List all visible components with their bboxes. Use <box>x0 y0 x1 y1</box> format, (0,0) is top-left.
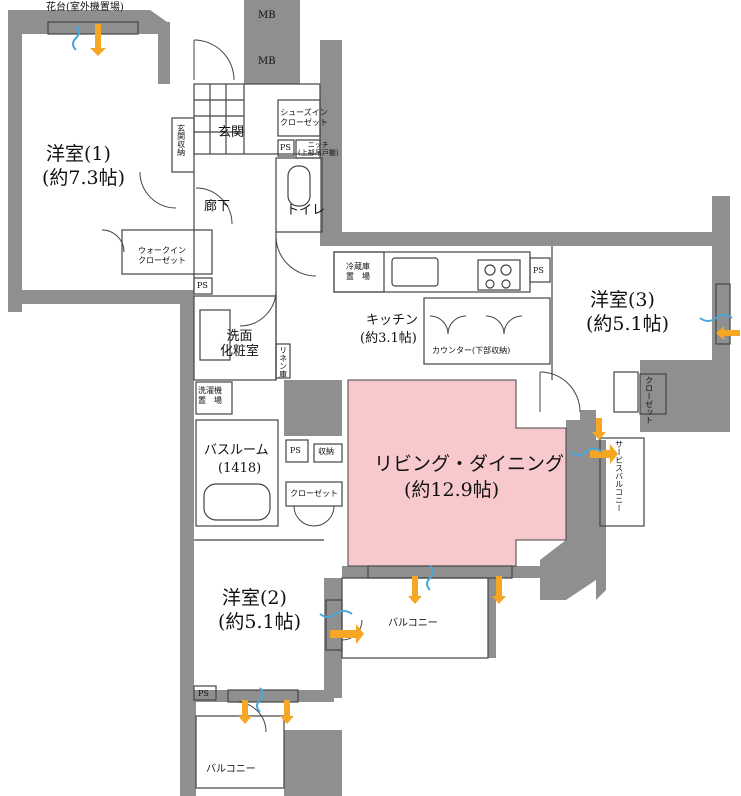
ps-niche-label: PS <box>280 143 291 152</box>
linen-label: リネン庫 <box>278 346 288 378</box>
hanadai-label: 花台(室外機置場) <box>46 2 124 13</box>
shoes-closet-label: シューズイン クローゼット <box>280 108 328 127</box>
mb-label-2: MB <box>258 56 276 67</box>
walkin-line1: ウォークイン <box>138 246 186 255</box>
washer-label: 洗濯機 置 場 <box>198 386 222 405</box>
interior-lines <box>47 21 731 789</box>
walls <box>8 0 730 796</box>
living-dining-size: (約12.9帖) <box>404 479 500 501</box>
toilet-label: トイレ <box>286 203 326 218</box>
washroom-line1: 洗面 <box>226 329 253 344</box>
bathroom-size: (1418) <box>218 461 262 476</box>
western3-size: (約5.1帖) <box>586 313 670 335</box>
ps-bath-label: PS <box>290 446 301 455</box>
fridge-line2: 置 場 <box>346 271 370 281</box>
walkin-line2: クローゼット <box>138 255 186 265</box>
western1-size: (約7.3帖) <box>42 167 126 189</box>
washroom-line2: 化粧室 <box>220 343 260 359</box>
bathroom-name: バスルーム <box>204 443 269 458</box>
counter-label: カウンター(下部収納) <box>432 346 511 355</box>
storage-label: 収納 <box>318 447 334 456</box>
entrance-label: 玄関 <box>218 125 245 140</box>
washer-line2: 置 場 <box>198 395 222 405</box>
washroom-label: 洗面 化粧室 <box>220 329 260 360</box>
western2-name: 洋室(2) <box>222 587 287 609</box>
kitchen-size: (約3.1帖) <box>360 331 417 346</box>
service-balcony-label: サービスバルコニー <box>614 440 624 512</box>
corridor-label: 廊下 <box>204 199 231 214</box>
fridge-label: 冷蔵庫 置 場 <box>346 262 370 281</box>
fridge-line1: 冷蔵庫 <box>346 262 370 271</box>
ps-bottom-label: PS <box>198 689 209 698</box>
shoes-closet-line1: シューズイン <box>280 108 328 117</box>
western1-name: 洋室(1) <box>46 143 111 165</box>
washer-line1: 洗濯機 <box>198 386 222 395</box>
western3-name: 洋室(3) <box>590 289 655 311</box>
mb-label-1: MB <box>258 10 276 21</box>
niche-line1: ニッチ <box>307 141 329 149</box>
niche-line2: (上部吊戸棚) <box>298 149 339 158</box>
door-swings <box>101 39 581 733</box>
closet2-label: クローゼット <box>290 489 338 498</box>
ps-kitchen-label: PS <box>533 266 544 275</box>
closet3-label: クローゼット <box>644 376 654 424</box>
ps-walkin-label: PS <box>197 281 208 290</box>
shoes-closet-line2: クローゼット <box>280 117 328 127</box>
ventilation-arrows <box>72 24 740 724</box>
entrance-storage-label: 玄関収納 <box>176 124 186 156</box>
kitchen-name: キッチン <box>366 313 419 328</box>
balcony-main-label: バルコニー <box>388 618 438 629</box>
walkin-label: ウォークイン クローゼット <box>138 246 186 265</box>
niche-label: ニッチ (上部吊戸棚) <box>298 141 338 158</box>
living-dining-name: リビング・ダイニング <box>374 453 565 475</box>
western2-size: (約5.1帖) <box>218 611 302 633</box>
balcony-bottom-label: バルコニー <box>206 764 256 775</box>
